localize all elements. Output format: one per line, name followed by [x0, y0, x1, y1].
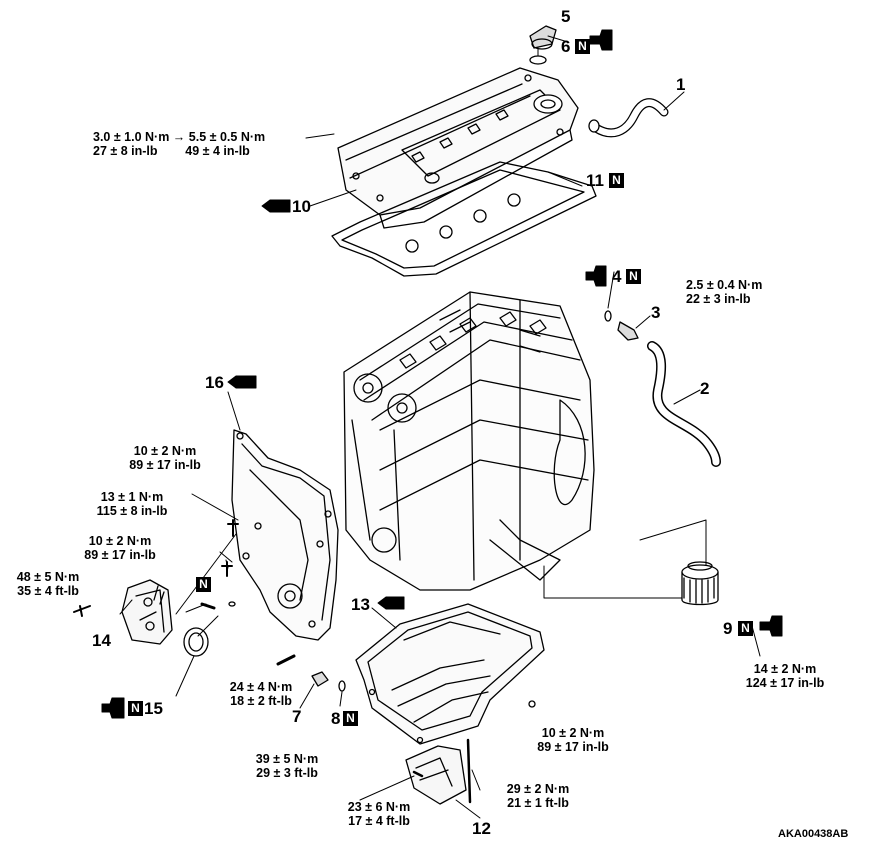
callout-11: 11: [586, 171, 604, 190]
oil-filter: [681, 561, 719, 606]
torque-cover-bolt-a: 10 ± 2 N·m 89 ± 17 in-lb: [129, 444, 201, 472]
callout-14: 14: [92, 631, 111, 650]
timing-chain-case: [231, 429, 339, 641]
new-part-marker-6: N: [575, 39, 590, 54]
callout-9: 9: [723, 619, 733, 638]
sealant-tube-icon: [227, 199, 405, 610]
torque-oil-filter: 14 ± 2 N·m 124 ± 17 in-lb: [745, 662, 825, 690]
callout-1: 1: [676, 75, 686, 94]
rocker-gasket: [331, 161, 597, 277]
new-part-marker-9: N: [738, 621, 753, 636]
callout-12: 12: [472, 819, 491, 838]
callout-5: 5: [561, 7, 571, 26]
callout-6: 6: [561, 37, 571, 56]
leader-lines: [119, 35, 761, 819]
callout-15: 15: [144, 699, 163, 718]
torque-cover-bolt-c: 10 ± 2 N·m 89 ± 17 in-lb: [84, 534, 156, 562]
torque-pcv-valve: 2.5 ± 0.4 N·m 22 ± 3 in-lb: [686, 278, 763, 306]
new-part-marker-11: N: [609, 173, 624, 188]
oil-can-icon: [101, 29, 783, 719]
torque-stiffener-long: 29 ± 2 N·m 21 ± 1 ft-lb: [506, 782, 570, 810]
torque-bracket: 48 ± 5 N·m 35 ± 4 ft-lb: [16, 570, 80, 598]
filler-cap-oring: [529, 55, 547, 65]
callout-3: 3: [651, 303, 661, 322]
callout-2: 2: [700, 379, 710, 398]
new-part-marker-4: N: [626, 269, 641, 284]
torque-drain-plug: 39 ± 5 N·m 29 ± 3 ft-lb: [255, 752, 319, 780]
torque-front-bolt: 24 ± 4 N·m 18 ± 2 ft-lb: [229, 680, 293, 708]
torque-oil-pan-bolt: 10 ± 2 N·m 89 ± 17 in-lb: [537, 726, 609, 754]
oil-pan: [355, 603, 545, 745]
engine-block: [343, 291, 595, 591]
callout-10: 10: [292, 197, 311, 216]
new-part-marker-timing-case: N: [196, 577, 211, 592]
new-part-marker-15: N: [128, 701, 143, 716]
callout-13: 13: [351, 595, 370, 614]
rocker-cover: [337, 67, 579, 229]
callout-8: 8: [331, 709, 341, 728]
figure-id: AKA00438AB: [778, 828, 849, 840]
torque-stiffener-short: 23 ± 6 N·m 17 ± 4 ft-lb: [347, 800, 411, 828]
engine-mount-bracket: [121, 579, 173, 645]
oil-filler-cap: [529, 25, 557, 50]
callout-7: 7: [292, 707, 302, 726]
callout-16: 16: [205, 373, 224, 392]
torque-rocker-cover: 3.0 ± 1.0 N·m → 5.5 ± 0.5 N·m 27 ± 8 in-…: [93, 130, 266, 158]
stiffener-bracket: [405, 738, 472, 805]
torque-cover-bolt-b: 13 ± 1 N·m 115 ± 8 in-lb: [96, 490, 168, 518]
new-part-marker-8: N: [343, 711, 358, 726]
callout-4: 4: [612, 267, 622, 286]
